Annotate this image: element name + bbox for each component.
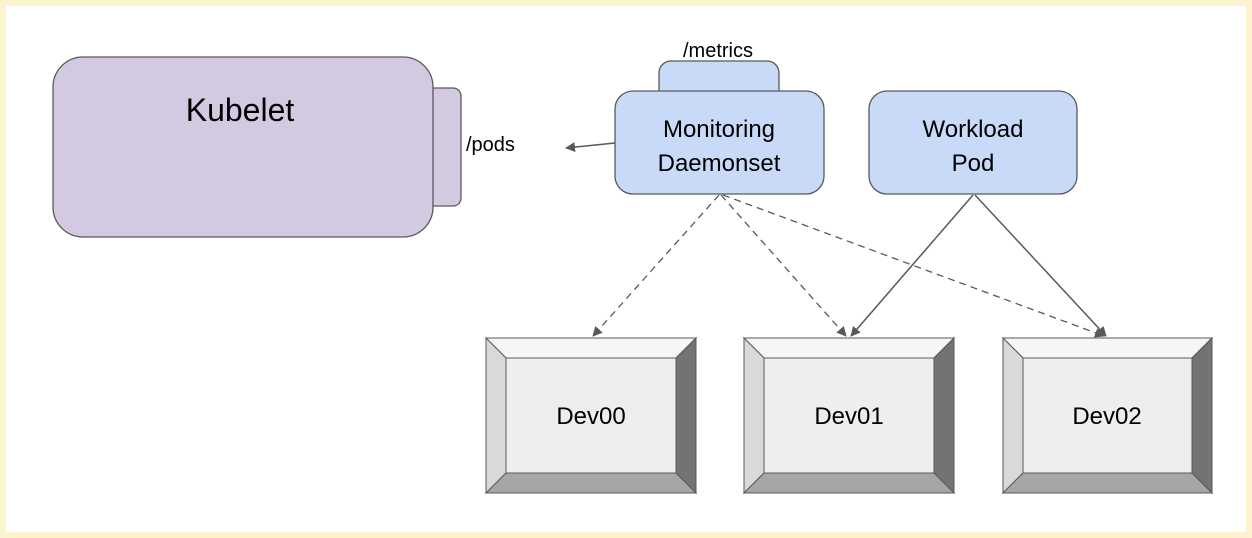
arrow-monitoring-to-dev01 — [720, 194, 847, 337]
device-label-dev01: Dev01 — [814, 403, 883, 430]
workload-pod-box — [868, 90, 1078, 195]
arrow-monitoring-to-dev00 — [592, 194, 720, 337]
metrics-endpoint-label: /metrics — [683, 40, 753, 62]
arrow-monitoring-to-dev02 — [722, 194, 1105, 338]
monitoring-daemonset-node: Monitoring Daemonset — [614, 60, 825, 195]
monitoring-label-line2: Daemonset — [658, 150, 781, 177]
kubelet-node: Kubelet — [52, 56, 462, 238]
kubelet-label: Kubelet — [186, 92, 295, 128]
device-dev02: Dev02 — [1001, 336, 1214, 495]
arrow-workload-to-dev01 — [850, 194, 974, 337]
device-dev01: Dev01 — [742, 336, 956, 495]
kubelet-box — [52, 56, 434, 238]
monitoring-daemonset-box — [614, 90, 825, 195]
arrow-workload-to-dev02 — [974, 194, 1107, 337]
arrow-monitoring-to-pods — [565, 142, 616, 153]
workload-pod-node: Workload Pod — [868, 90, 1078, 195]
device-label-dev00: Dev00 — [556, 403, 625, 430]
device-label-dev02: Dev02 — [1072, 403, 1141, 430]
workload-label-line1: Workload — [923, 116, 1024, 143]
device-dev00: Dev00 — [484, 336, 698, 495]
monitoring-label-line1: Monitoring — [663, 116, 775, 143]
workload-label-line2: Pod — [952, 150, 995, 177]
pods-endpoint-label: /pods — [466, 134, 515, 156]
